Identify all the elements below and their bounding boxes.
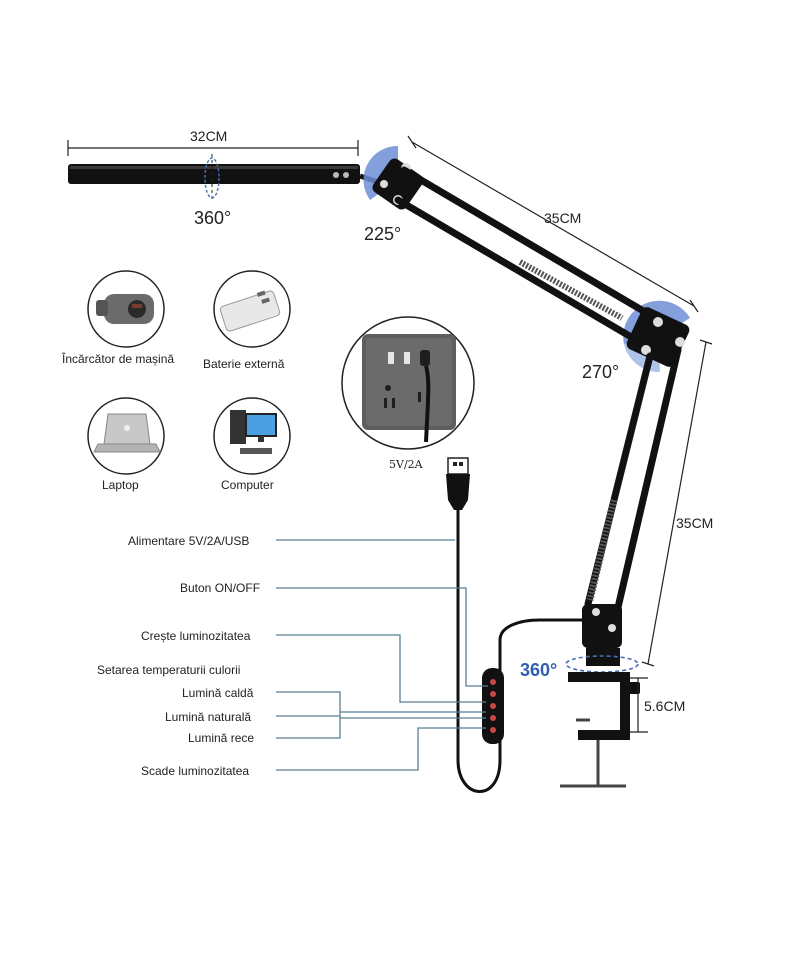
lamp-arm <box>372 158 690 666</box>
head-length-dimension: 32CM <box>67 128 359 156</box>
label-warm-light: Lumină caldă <box>182 686 254 700</box>
label-brightness-up: Crește luminozitatea <box>141 629 251 643</box>
laptop-icon <box>93 413 161 453</box>
power-source-computer <box>213 397 291 475</box>
power-source-car-charger <box>87 270 165 348</box>
power-source-laptop <box>87 397 165 475</box>
computer-icon <box>230 410 277 454</box>
head-joint-highlight <box>363 145 398 200</box>
wall-socket <box>341 316 475 450</box>
inline-controller <box>482 668 504 744</box>
label-on-off-button: Buton ON/OFF <box>180 581 260 595</box>
label-brightness-down: Scade luminozitatea <box>141 764 249 778</box>
base-rotation-angle: 360° <box>520 660 557 680</box>
lower-arm-dimension: 35CM <box>641 339 713 667</box>
power-source-label-computer: Computer <box>221 478 274 492</box>
power-source-power-bank <box>213 270 291 348</box>
usb-cable <box>446 457 590 793</box>
head-joint-angle: 225° <box>364 224 401 244</box>
desk-clamp: 360° <box>520 655 640 788</box>
label-cold-light: Lumină rece <box>188 731 254 745</box>
car-charger-icon <box>96 294 154 324</box>
usb-wall-socket-icon <box>362 334 456 443</box>
upper-arm-length-label: 35CM <box>544 210 581 226</box>
power-source-label-car-charger: Încărcător de mașină <box>61 351 174 366</box>
upper-arm-dimension: 35CM <box>407 135 699 313</box>
power-bank-icon <box>219 290 281 332</box>
leader-lines <box>276 539 488 771</box>
label-power-supply: Alimentare 5V/2A/USB <box>128 534 249 548</box>
head-length-label: 32CM <box>190 128 227 144</box>
lamp-head <box>68 164 385 187</box>
power-source-label-power-bank: Baterie externă <box>203 357 285 371</box>
clamp-height-dimension: 5.6CM <box>630 677 685 733</box>
head-rotation-angle: 360° <box>194 208 231 228</box>
label-color-temperature: Setarea temperaturii culorii <box>97 663 240 677</box>
clamp-height-label: 5.6CM <box>644 698 685 714</box>
power-source-label-laptop: Laptop <box>102 478 139 492</box>
label-natural-light: Lumină naturală <box>165 710 251 724</box>
lower-arm-length-label: 35CM <box>676 515 713 531</box>
elbow-joint-angle: 270° <box>582 362 619 382</box>
head-rotation-indicator: 360° <box>194 154 231 228</box>
socket-caption: 5V/2A <box>389 458 424 471</box>
